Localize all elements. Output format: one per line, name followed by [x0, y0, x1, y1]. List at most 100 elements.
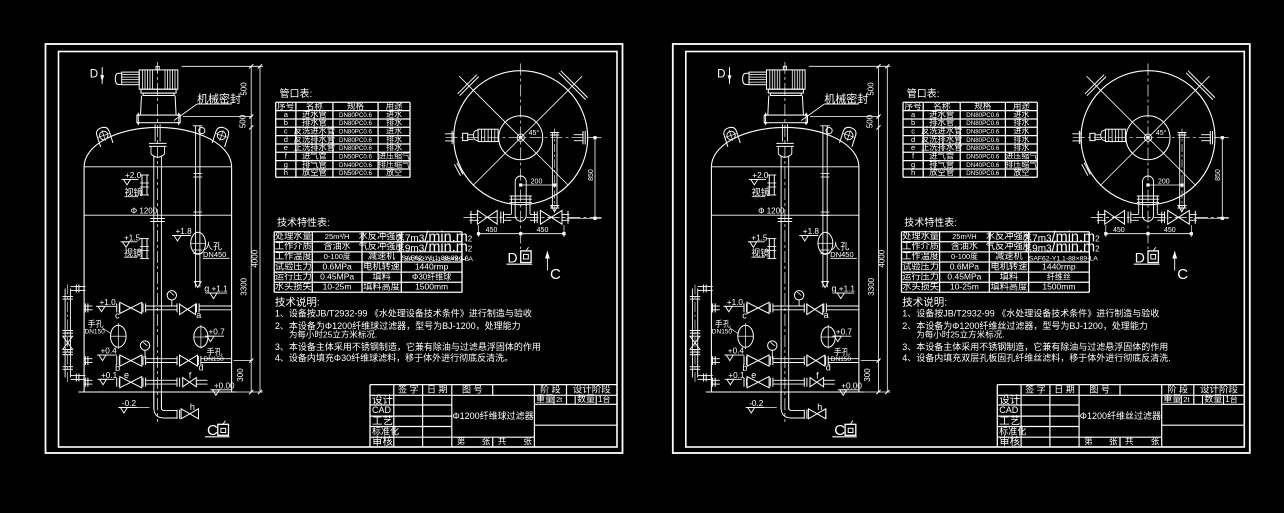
- svg-text:工艺: 工艺: [999, 415, 1020, 427]
- svg-text:D: D: [1135, 249, 1145, 265]
- svg-text:f: f: [285, 151, 288, 160]
- svg-text:日 期: 日 期: [427, 385, 448, 395]
- svg-text:正洗排水管: 正洗排水管: [921, 142, 963, 152]
- svg-text:为每小时25立方米标况.: 为每小时25立方米标况.: [289, 330, 377, 340]
- svg-text:a: a: [284, 110, 289, 119]
- svg-text:放空管: 放空管: [929, 167, 954, 177]
- svg-text:c: c: [284, 126, 288, 135]
- svg-text:25m³/H: 25m³/H: [952, 232, 977, 241]
- svg-text:规格: 规格: [974, 101, 992, 111]
- svg-text:管口表:: 管口表:: [907, 87, 940, 100]
- svg-text:进水: 进水: [386, 125, 402, 135]
- svg-text:f: f: [816, 371, 819, 381]
- svg-text:进水: 进水: [1013, 109, 1029, 119]
- svg-text:放空: 放空: [1013, 167, 1029, 177]
- svg-text:2.7m3/min.m2: 2.7m3/min.m2: [397, 230, 473, 246]
- svg-text:h: h: [817, 402, 822, 412]
- svg-text:e: e: [751, 370, 756, 380]
- svg-text:+0.00: +0.00: [841, 381, 862, 390]
- svg-text:进水: 进水: [386, 109, 402, 119]
- svg-text:DN80PC0.6: DN80PC0.6: [339, 120, 373, 127]
- svg-text:名称: 名称: [933, 101, 951, 111]
- svg-text:1台: 1台: [598, 394, 610, 404]
- svg-text:审核: 审核: [999, 435, 1020, 448]
- svg-text:机械密封: 机械密封: [824, 92, 868, 106]
- svg-text:b: b: [115, 363, 120, 373]
- svg-text:标准化: 标准化: [372, 426, 399, 437]
- svg-text:阶 段: 阶 段: [1167, 384, 1188, 395]
- svg-text:运行压力: 运行压力: [902, 270, 939, 281]
- svg-text:d: d: [284, 135, 288, 144]
- svg-text:1500mm: 1500mm: [1042, 282, 1075, 292]
- svg-text:DN50PC0.6: DN50PC0.6: [339, 153, 373, 160]
- svg-text:视镜: 视镜: [751, 247, 769, 258]
- svg-text:进压缩气: 进压缩气: [378, 150, 410, 160]
- svg-text:进压缩气: 进压缩气: [1005, 150, 1037, 160]
- svg-text:C: C: [550, 266, 561, 283]
- svg-text:10-25m: 10-25m: [950, 282, 979, 292]
- svg-text:技术特性表:: 技术特性表:: [277, 216, 330, 229]
- svg-text:排压缩气: 排压缩气: [1005, 159, 1037, 169]
- svg-text:规格: 规格: [347, 101, 365, 111]
- svg-text:2t: 2t: [556, 395, 563, 404]
- svg-text:反洗排水管: 反洗排水管: [921, 134, 963, 144]
- svg-text:-0.2: -0.2: [749, 399, 764, 408]
- svg-text:填料高度: 填料高度: [363, 281, 400, 292]
- svg-text:反洗进水管: 反洗进水管: [921, 125, 963, 135]
- svg-text:45°: 45°: [1156, 129, 1167, 137]
- svg-text:序号: 序号: [905, 101, 922, 111]
- svg-text:3300: 3300: [867, 277, 876, 295]
- svg-text:进水: 进水: [1013, 125, 1029, 135]
- svg-text:技术说明:: 技术说明:: [275, 296, 320, 309]
- svg-text:DN80PC0.6: DN80PC0.6: [339, 112, 373, 119]
- svg-text:DN80PC0.6: DN80PC0.6: [966, 145, 1000, 152]
- svg-text:+1.0: +1.0: [100, 298, 117, 307]
- svg-text:共: 共: [1125, 436, 1134, 446]
- svg-text:手孔: 手孔: [207, 347, 223, 357]
- svg-text:数量: 数量: [577, 393, 595, 404]
- svg-text:3300: 3300: [240, 277, 249, 295]
- svg-text:+1.5: +1.5: [751, 233, 768, 242]
- svg-text:标准化: 标准化: [999, 426, 1026, 437]
- svg-text:CAD: CAD: [999, 405, 1019, 415]
- svg-text:排气管: 排气管: [302, 159, 327, 169]
- svg-text:DN50PC0.6: DN50PC0.6: [966, 153, 1000, 160]
- svg-text:200: 200: [531, 178, 543, 185]
- svg-text:CAD: CAD: [372, 405, 392, 415]
- svg-text:f: f: [912, 151, 915, 160]
- svg-text:0-100度: 0-100度: [951, 251, 978, 261]
- svg-text:签 字: 签 字: [1025, 384, 1046, 395]
- svg-text:3、本设备主体采用不锈钢制造，它兼有除油与过滤悬浮固体的作用: 3、本设备主体采用不锈钢制造，它兼有除油与过滤悬浮固体的作用: [275, 341, 541, 352]
- svg-text:设计: 设计: [999, 393, 1020, 406]
- svg-text:进水管: 进水管: [929, 109, 954, 119]
- svg-text:纤维丝: 纤维丝: [1047, 271, 1071, 281]
- svg-text:b: b: [911, 118, 915, 127]
- svg-text:张: 张: [1151, 436, 1160, 446]
- svg-text:人孔: 人孔: [831, 242, 849, 252]
- svg-text:阶 段: 阶 段: [540, 384, 561, 395]
- svg-text:DN80PC0.6: DN80PC0.6: [966, 120, 1000, 127]
- svg-text:正洗排水管: 正洗排水管: [294, 142, 336, 152]
- svg-text:填料: 填料: [1000, 270, 1018, 281]
- svg-text:含油水: 含油水: [951, 240, 978, 251]
- svg-text:电机转速: 电机转速: [363, 260, 400, 271]
- svg-text:排水管: 排水管: [929, 117, 954, 127]
- svg-text:e: e: [911, 143, 915, 152]
- svg-text:DN450: DN450: [830, 250, 853, 259]
- svg-text:气反冲强度: 气反冲强度: [986, 240, 1032, 251]
- svg-text:+0.7: +0.7: [209, 328, 226, 337]
- svg-text:张: 张: [1109, 436, 1118, 446]
- svg-text:水头损失: 水头损失: [902, 281, 939, 292]
- svg-text:850: 850: [588, 169, 595, 181]
- svg-text:300: 300: [236, 368, 245, 382]
- svg-text:g: g: [911, 160, 915, 169]
- svg-text:进水管: 进水管: [302, 109, 327, 119]
- svg-text:排水: 排水: [386, 134, 402, 144]
- svg-text:反洗进水管: 反洗进水管: [294, 125, 336, 135]
- svg-text:用途: 用途: [386, 101, 404, 111]
- svg-text:850: 850: [1215, 169, 1222, 181]
- svg-text:DN40PC0.6: DN40PC0.6: [339, 162, 373, 169]
- svg-text:放空: 放空: [386, 167, 402, 177]
- svg-text:气反冲强度: 气反冲强度: [359, 240, 405, 251]
- svg-text:处理水量: 处理水量: [275, 230, 312, 241]
